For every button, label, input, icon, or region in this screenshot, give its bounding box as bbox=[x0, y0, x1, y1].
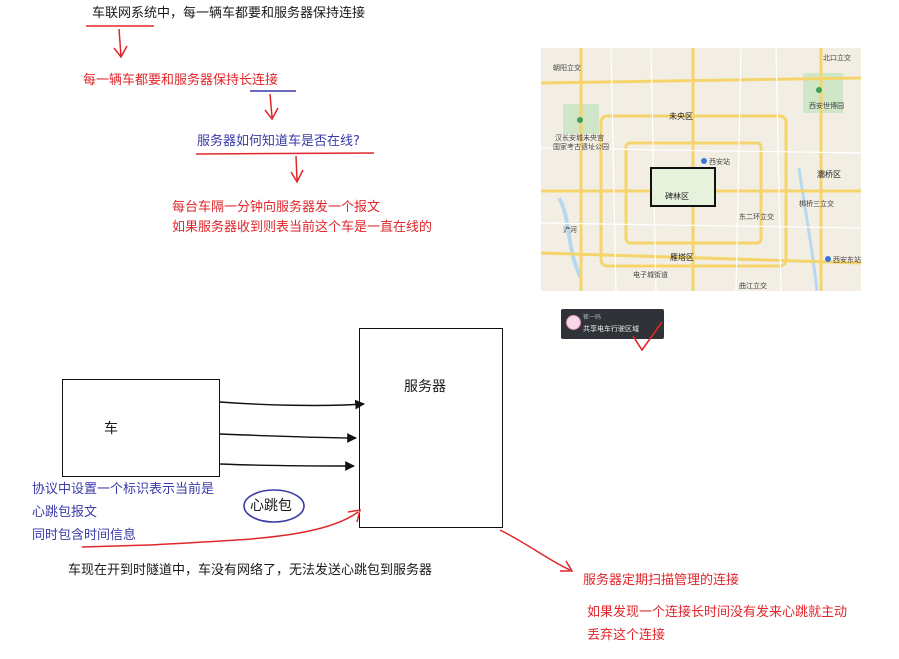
drop-note1: 如果发现一个连接长时间没有发来心跳就主动 bbox=[587, 605, 848, 620]
chat-sender-name: 崔一码 bbox=[583, 314, 602, 321]
note-answer1: 每台车隔一分钟向服务器发一个报文 bbox=[172, 200, 381, 215]
heartbeat-label: 心跳包 bbox=[250, 498, 292, 514]
map-label-qujiang: 曲江立交 bbox=[739, 282, 767, 290]
car-label: 车 bbox=[104, 421, 118, 437]
map-label-weiyang: 未央区 bbox=[669, 112, 693, 121]
time-info-arrow bbox=[149, 511, 359, 546]
avatar bbox=[566, 315, 581, 330]
map-label-dianzi: 电子城街道 bbox=[633, 271, 668, 279]
server-box bbox=[359, 328, 503, 528]
map-label-expo: 西安世博园 bbox=[809, 102, 844, 110]
map-label-bridge-n: 朝阳立交 bbox=[553, 64, 581, 72]
protocol-note3: 同时包含时间信息 bbox=[32, 528, 137, 543]
time-info-underline bbox=[81, 544, 151, 548]
map-label-hanchang: 汉长安城未央宫 bbox=[555, 134, 604, 142]
arrow-down-2 bbox=[264, 93, 279, 121]
tunnel-note: 车现在开到时隧道中，车没有网络了，无法发送心跳包到服务器 bbox=[68, 563, 433, 578]
map-label-dongsan: 东二环立交 bbox=[739, 213, 774, 221]
map-label-hanchang2: 国家考古遗址公园 bbox=[553, 143, 609, 151]
arrow-down-1 bbox=[113, 28, 128, 59]
map-label-xian-station: 西安站 bbox=[709, 158, 730, 166]
map-label-beilin: 碑林区 bbox=[665, 192, 689, 201]
note-line2: 每一辆车都要和服务器保持长连接 bbox=[83, 73, 279, 88]
chat-message-card: 崔一码 共享电车行驶区域 bbox=[561, 309, 664, 339]
scan-arrow bbox=[499, 529, 571, 571]
protocol-note1: 协议中设置一个标识表示当前是 bbox=[32, 482, 215, 497]
heartbeat-arrow-1 bbox=[219, 399, 365, 410]
car-box bbox=[62, 379, 220, 477]
map-label-guanghua: 梆桥三立交 bbox=[799, 200, 834, 208]
note-question: 服务器如何知道车是否在线? bbox=[197, 134, 360, 149]
note-line1: 车联网系统中，每一辆车都要和服务器保持连接 bbox=[92, 6, 366, 21]
chat-message-text: 共享电车行驶区域 bbox=[583, 325, 639, 333]
scan-note: 服务器定期扫描管理的连接 bbox=[583, 573, 740, 588]
underline-question bbox=[195, 152, 375, 155]
map-label-yanta: 雁塔区 bbox=[670, 253, 694, 262]
map-label-hu: 浐河 bbox=[563, 226, 577, 234]
map-label-baqiao: 灞桥区 bbox=[817, 170, 841, 179]
protocol-note2: 心跳包报文 bbox=[32, 505, 98, 520]
map-label-bei: 北口立交 bbox=[823, 54, 851, 62]
map-screenshot: 未央区 碑林区 雁塔区 灞桥区 西安站 西安东站 西安世博园 汉长安城未央宫 国… bbox=[541, 48, 861, 291]
arrow-down-3 bbox=[290, 155, 304, 184]
note-answer2: 如果服务器收到则表当前这个车是一直在线的 bbox=[172, 220, 433, 235]
heartbeat-arrow-2 bbox=[219, 433, 357, 443]
map-roads bbox=[541, 48, 861, 291]
map-label-xian-east: 西安东站 bbox=[833, 256, 861, 264]
server-label: 服务器 bbox=[404, 379, 446, 395]
drop-note2: 丢弃这个连接 bbox=[587, 628, 666, 643]
heartbeat-arrow-3 bbox=[219, 461, 355, 471]
